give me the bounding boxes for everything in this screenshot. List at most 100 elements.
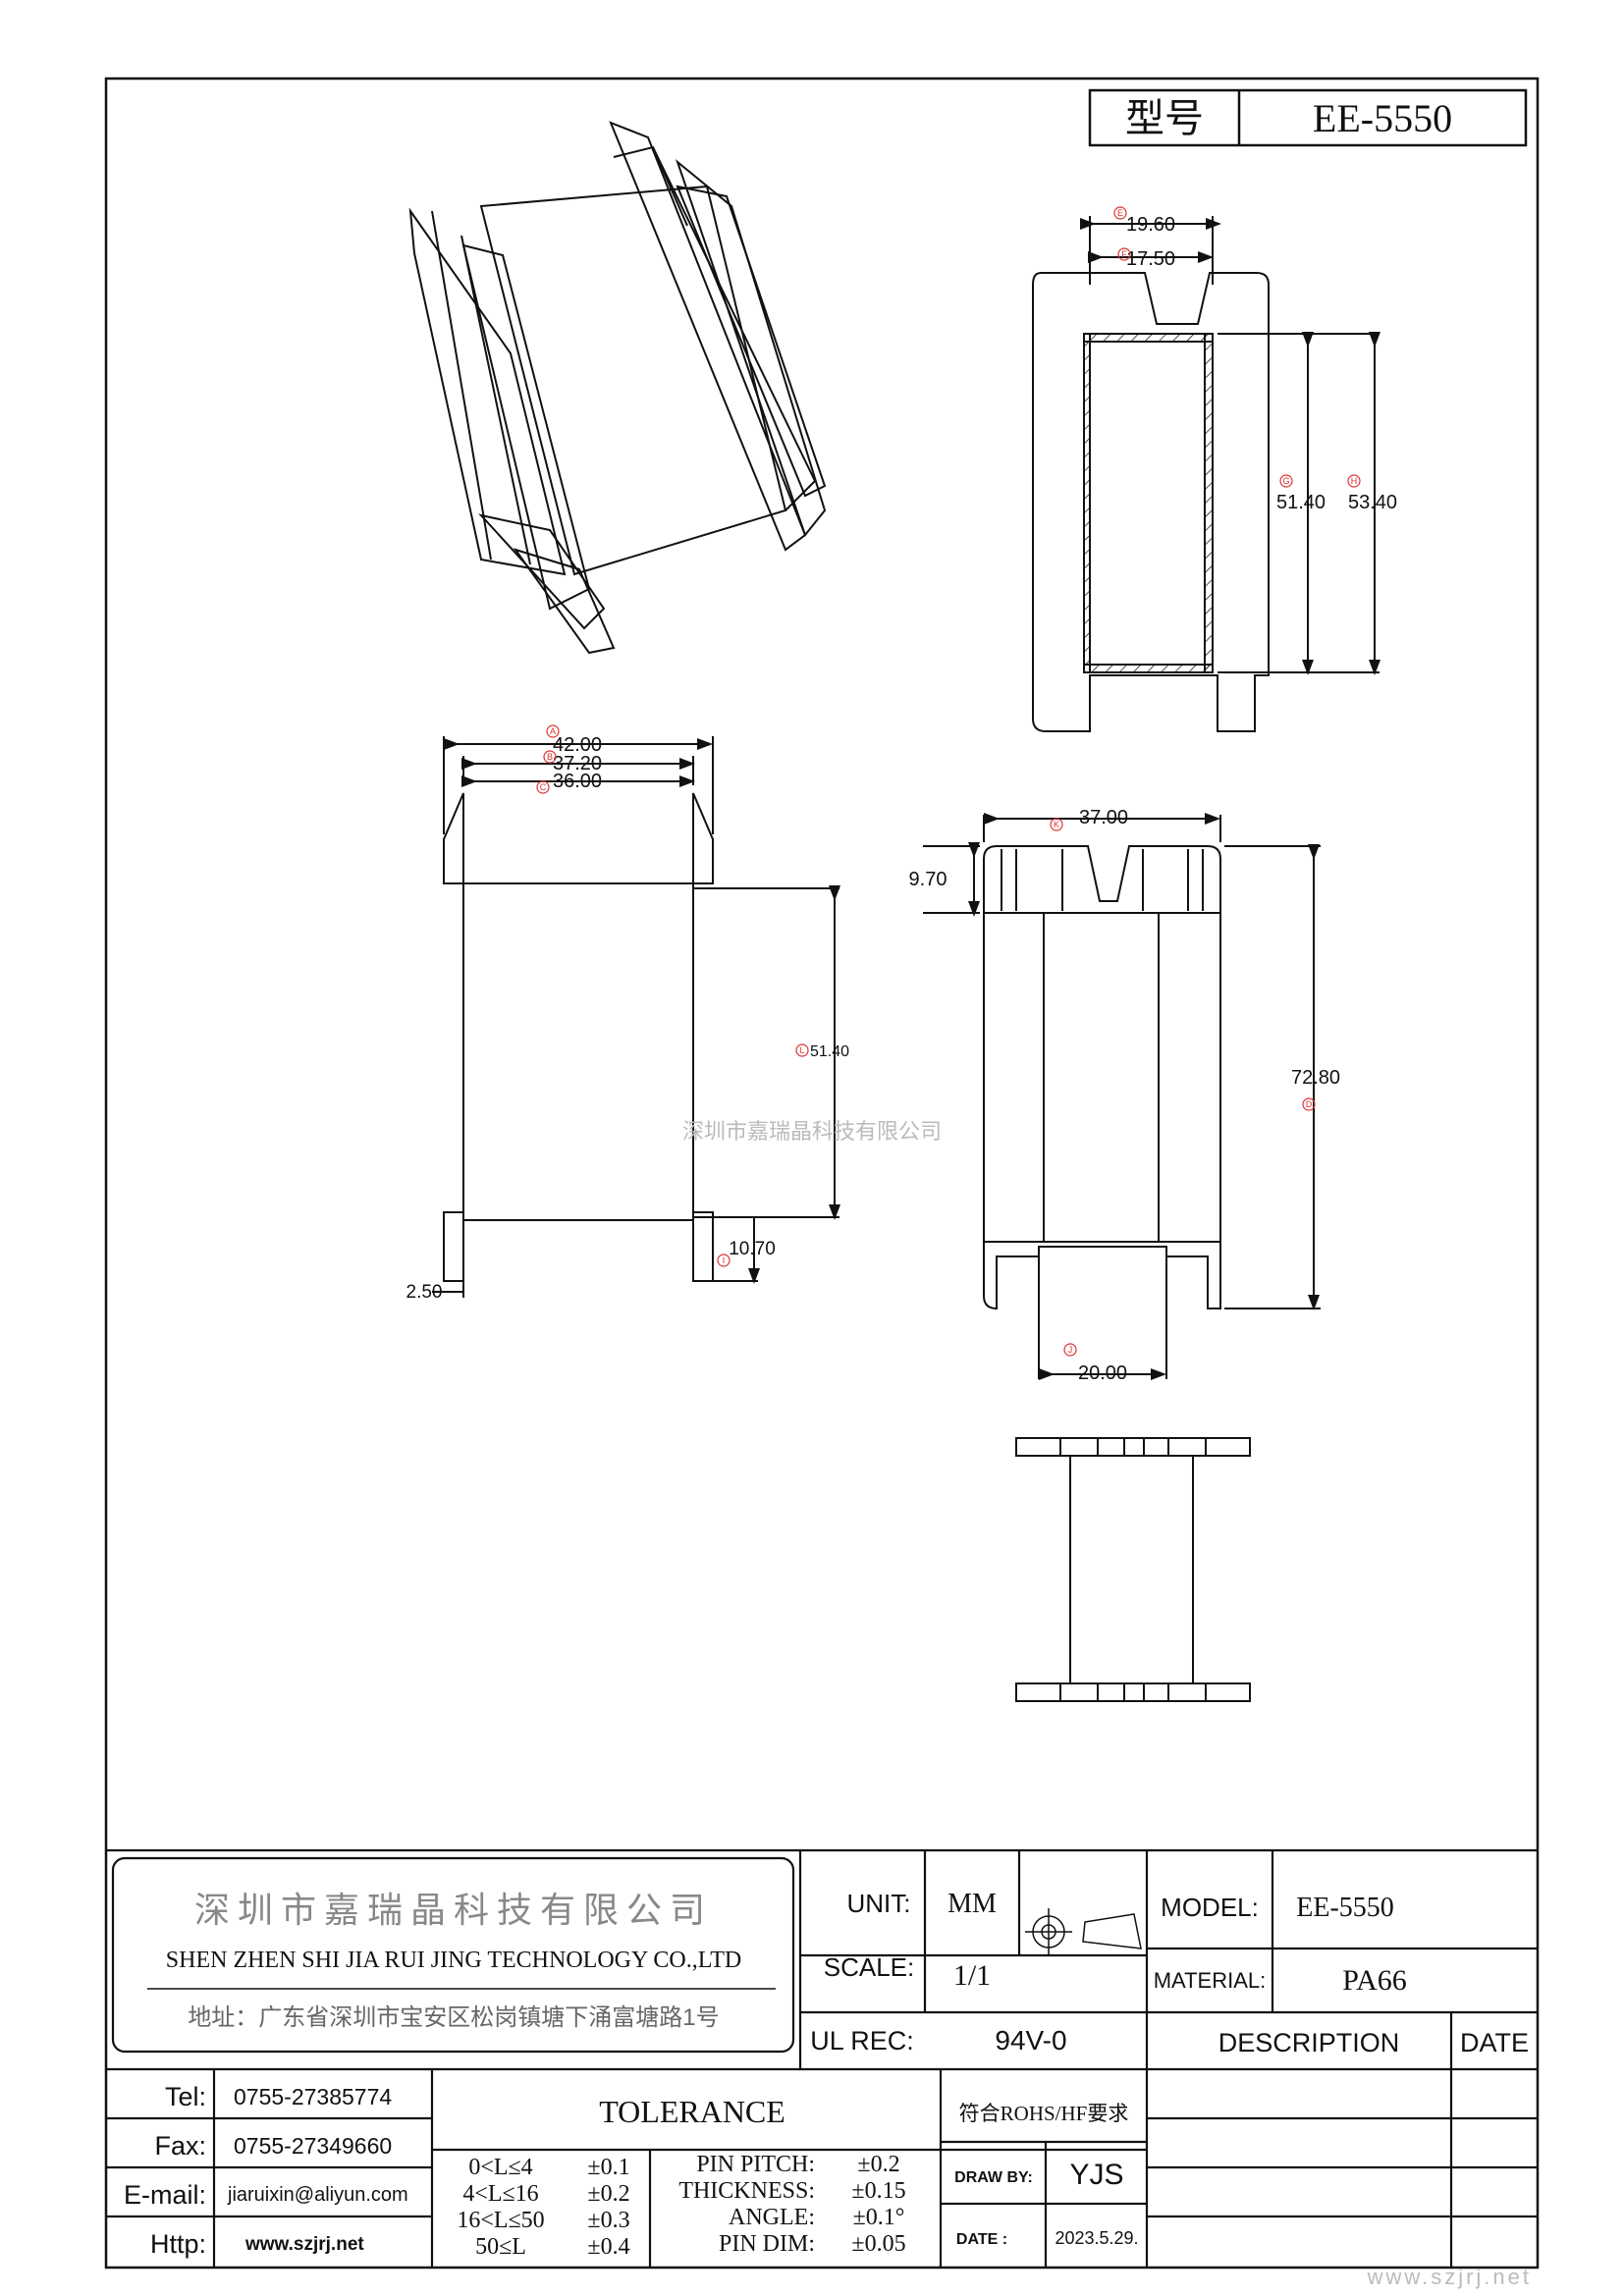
model-title-label: 型号 <box>1125 97 1204 140</box>
svg-text:F: F <box>1121 249 1127 259</box>
svg-text:±0.3: ±0.3 <box>587 2208 629 2233</box>
unit-label: UNIT: <box>847 1889 911 1918</box>
scale-label: SCALE: <box>824 1952 915 1982</box>
svg-text:G: G <box>1282 476 1289 486</box>
mark-b: B <box>543 750 557 764</box>
mark-g: G <box>1279 474 1293 488</box>
svg-text:I: I <box>723 1255 726 1265</box>
svg-text:±0.15: ±0.15 <box>851 2178 905 2204</box>
model-title-box: 型号 EE-5550 <box>1088 88 1528 147</box>
svg-text:J: J <box>1068 1345 1073 1355</box>
tolerance-params: PIN PITCH: ±0.2 THICKNESS: ±0.15 ANGLE: … <box>678 2152 905 2257</box>
draw-value: YJS <box>1069 2159 1123 2191</box>
mark-l: L <box>795 1043 809 1057</box>
dim-front-w-a: 42.00 <box>553 734 602 756</box>
dim-end-h: 72.80 <box>1291 1067 1340 1089</box>
site-watermark: www.szjrj.net <box>1367 2265 1532 2289</box>
sheet-border <box>104 77 1540 2269</box>
scale-value: 1/1 <box>953 1959 991 1992</box>
rohs-note: 符合ROHS/HF要求 <box>959 2102 1129 2125</box>
dim-top-width-inner: 17.50 <box>1126 248 1175 270</box>
dim-end-pin-span: 20.00 <box>1078 1362 1127 1384</box>
draw-label: DRAW BY: <box>954 2169 1033 2186</box>
svg-text:±0.1°: ±0.1° <box>853 2205 905 2230</box>
material-label: MATERIAL: <box>1154 1968 1267 1993</box>
top-view <box>1032 216 1380 732</box>
title-block <box>106 1848 1538 2268</box>
mark-e: E <box>1113 206 1127 220</box>
ulrec-value: 94V-0 <box>995 2025 1066 2056</box>
unit-value: MM <box>947 1889 997 1919</box>
contact-label-tel: Tel: <box>165 2082 206 2111</box>
dim-end-w: 37.00 <box>1079 807 1128 828</box>
svg-text:±0.2: ±0.2 <box>587 2181 629 2207</box>
date-label: DATE <box>1460 2028 1529 2057</box>
svg-text:16<L≤50: 16<L≤50 <box>457 2208 544 2233</box>
svg-text:±0.4: ±0.4 <box>587 2234 629 2260</box>
front-view <box>432 736 840 1298</box>
mark-j: J <box>1063 1343 1077 1357</box>
dim-front-h: 51.40 <box>810 1043 849 1060</box>
contact-value-email: jiaruixin@aliyun.com <box>227 2184 408 2206</box>
dim-side-height-outer: 53.40 <box>1348 492 1397 513</box>
end-view <box>923 813 1321 1380</box>
company-name-cn: 深圳市嘉瑞晶科技有限公司 <box>194 1890 713 1930</box>
svg-text:±0.1: ±0.1 <box>587 2155 629 2180</box>
company-address: 地址：广东省深圳市宝安区松岗镇塘下涌富塘路1号 <box>188 2004 719 2031</box>
svg-text:PIN PITCH:: PIN PITCH: <box>696 2152 815 2177</box>
reference-marks: A B C D E F G H I J K L <box>536 206 1361 1357</box>
mark-h: H <box>1347 474 1361 488</box>
contact-value-http: www.szjrj.net <box>244 2234 364 2255</box>
svg-text:THICKNESS:: THICKNESS: <box>678 2178 815 2204</box>
mark-c: C <box>536 780 550 794</box>
center-watermark: 深圳市嘉瑞晶科技有限公司 <box>682 1119 942 1144</box>
svg-text:H: H <box>1351 476 1358 486</box>
dim-front-pin: 10.70 <box>729 1239 776 1259</box>
material-value: PA66 <box>1342 1964 1407 1997</box>
svg-text:4<L≤16: 4<L≤16 <box>462 2181 538 2207</box>
contact-value-tel: 0755-27385774 <box>234 2084 392 2109</box>
contacts-block: Tel: 0755-27385774 Fax: 0755-27349660 E-… <box>124 2082 408 2259</box>
isometric-view <box>408 121 827 655</box>
contact-value-fax: 0755-27349660 <box>234 2133 392 2159</box>
svg-text:±0.05: ±0.05 <box>851 2231 905 2257</box>
description-label: DESCRIPTION <box>1218 2028 1400 2057</box>
projection-symbol-icon <box>1025 1908 1142 1955</box>
ulrec-label: UL REC: <box>810 2026 914 2056</box>
mark-d: D <box>1302 1097 1316 1111</box>
company-name-en: SHEN ZHEN SHI JIA RUI JING TECHNOLOGY CO… <box>166 1948 741 1973</box>
dim-front-foot: 2.50 <box>406 1282 443 1303</box>
dim-top-width-outer: 19.60 <box>1126 214 1175 236</box>
mark-i: I <box>717 1254 731 1267</box>
svg-text:L: L <box>799 1045 804 1055</box>
mark-f: F <box>1117 247 1131 261</box>
contact-label-email: E-mail: <box>124 2180 206 2210</box>
dim-side-height-inner: 51.40 <box>1276 492 1326 513</box>
dim-end-flange: 9.70 <box>909 869 947 890</box>
model-label: MODEL: <box>1161 1893 1259 1922</box>
svg-text:ANGLE:: ANGLE: <box>729 2205 815 2230</box>
date-row-value: 2023.5.29. <box>1055 2228 1138 2248</box>
svg-text:E: E <box>1117 208 1123 218</box>
dim-front-w-c: 36.00 <box>553 771 602 792</box>
svg-text:0<L≤4: 0<L≤4 <box>468 2155 532 2180</box>
svg-text:PIN DIM:: PIN DIM: <box>719 2231 815 2257</box>
svg-text:C: C <box>540 782 547 792</box>
date-row-label: DATE : <box>956 2231 1007 2248</box>
contact-label-fax: Fax: <box>154 2131 206 2161</box>
tolerance-ranges: 0<L≤4 ±0.1 4<L≤16 ±0.2 16<L≤50 ±0.3 50≤L… <box>457 2155 629 2260</box>
svg-text:D: D <box>1306 1099 1313 1109</box>
model-value: EE-5550 <box>1296 1893 1394 1923</box>
svg-text:K: K <box>1054 820 1059 829</box>
mark-a: A <box>546 724 560 738</box>
mark-k: K <box>1050 818 1063 831</box>
svg-text:±0.2: ±0.2 <box>857 2152 899 2177</box>
svg-text:50≤L: 50≤L <box>475 2234 526 2260</box>
bottom-view <box>1015 1437 1251 1702</box>
svg-text:A: A <box>550 726 556 736</box>
svg-text:B: B <box>547 752 553 762</box>
contact-label-http: Http: <box>150 2229 206 2259</box>
tolerance-title: TOLERANCE <box>599 2094 785 2129</box>
model-title-value: EE-5550 <box>1313 96 1452 140</box>
